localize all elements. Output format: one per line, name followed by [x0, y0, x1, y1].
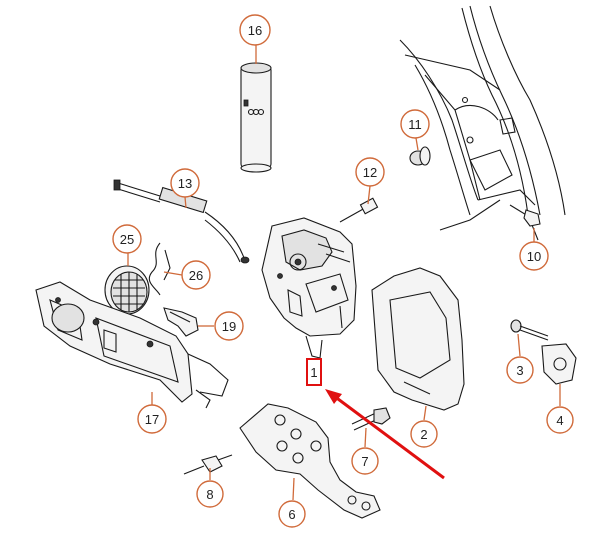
callout-2-label: 2	[420, 427, 427, 442]
callout-7: 7	[351, 447, 379, 475]
rivet-part	[183, 454, 233, 475]
callout-19-label: 19	[222, 319, 236, 334]
callout-25-label: 25	[120, 232, 134, 247]
clip-part	[163, 307, 199, 337]
callout-17: 17	[137, 404, 167, 434]
callout-2: 2	[410, 420, 438, 448]
spring-clip-part	[148, 242, 171, 296]
callout-6: 6	[278, 500, 306, 528]
callout-26: 26	[181, 260, 211, 290]
callout-19: 19	[214, 311, 244, 341]
red-arrow	[325, 389, 445, 480]
callout-10: 10	[519, 241, 549, 271]
callout-8-label: 8	[206, 487, 213, 502]
bracket-plate-part	[239, 403, 381, 519]
callout-4: 4	[546, 406, 574, 434]
callout-16-label: 16	[248, 23, 262, 38]
callout-17-label: 17	[145, 412, 159, 427]
callout-26-label: 26	[189, 268, 203, 283]
callout-3: 3	[506, 356, 534, 384]
callout-4-label: 4	[556, 413, 563, 428]
callout-6-label: 6	[288, 507, 295, 522]
callout-1-label: 1	[310, 365, 317, 380]
callout-13: 13	[170, 168, 200, 198]
hex-bolt-part	[351, 407, 391, 431]
callout-16: 16	[239, 14, 271, 46]
door-lock-part	[261, 217, 357, 359]
callout-13-label: 13	[178, 176, 192, 191]
callout-11-label: 11	[408, 117, 422, 132]
striker-plate-part	[541, 343, 577, 385]
callout-10-label: 10	[527, 249, 541, 264]
cable-rod-part	[113, 179, 250, 264]
spray-can-part	[240, 62, 272, 173]
lock-cover-part	[371, 267, 465, 411]
door-frame-outline	[399, 5, 566, 241]
highlight-box	[306, 358, 322, 386]
inner-handle-housing-part	[35, 281, 229, 409]
callout-25: 25	[112, 224, 142, 254]
callout-3-label: 3	[516, 363, 523, 378]
leader-lines	[127, 42, 561, 501]
callout-7-label: 7	[361, 454, 368, 469]
pin-part	[339, 197, 379, 223]
callout-11: 11	[400, 109, 430, 139]
callout-12-label: 12	[363, 165, 377, 180]
screw-part	[510, 319, 549, 341]
callout-12: 12	[355, 157, 385, 187]
grommet-part	[409, 146, 431, 166]
bolt-part	[509, 204, 541, 227]
round-screen-part	[104, 265, 150, 315]
callout-8: 8	[196, 480, 224, 508]
